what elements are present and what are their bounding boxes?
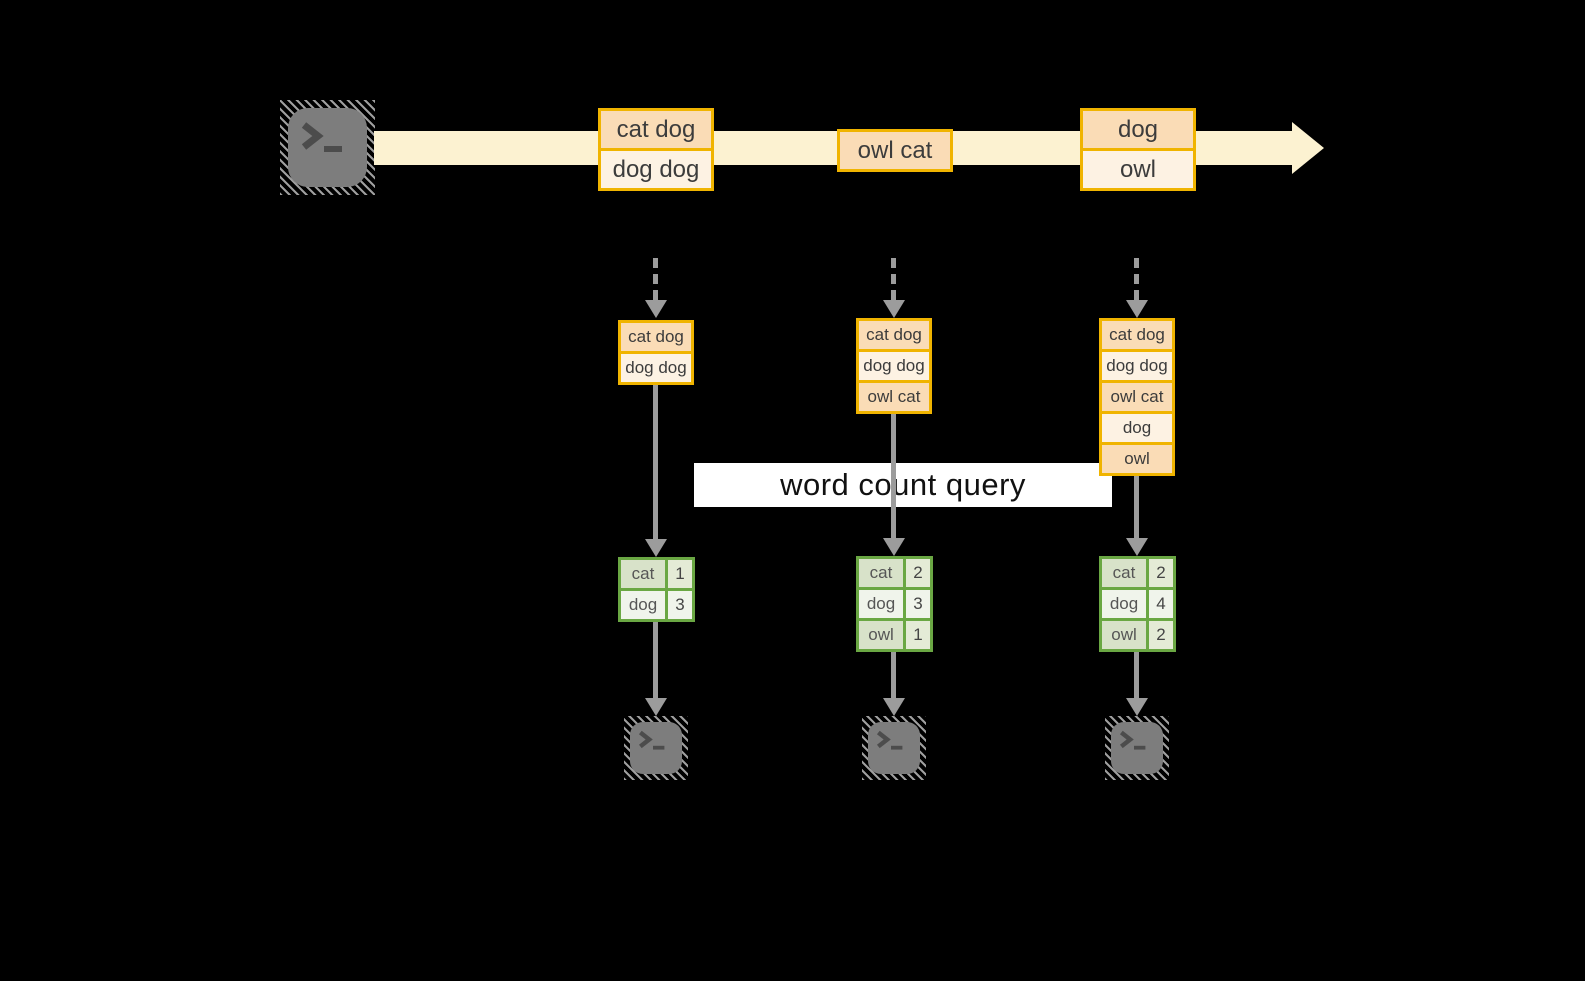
word-cell: dog: [859, 590, 903, 618]
buffer-item: dog dog: [1102, 352, 1172, 380]
count-cell: 4: [1149, 590, 1173, 618]
event-line: dog dog: [601, 151, 711, 188]
dashed-arrow-line: [891, 258, 896, 300]
word-cell: cat: [1102, 559, 1146, 587]
output-terminal-icon-2: [862, 716, 926, 780]
buffer-item: dog dog: [859, 352, 929, 380]
arrow-line: [653, 385, 658, 539]
event-line: dog: [1083, 111, 1193, 148]
arrow-line: [1134, 652, 1139, 698]
arrow-line: [1134, 476, 1139, 538]
count-cell: 3: [668, 591, 692, 619]
word-cell: dog: [1102, 590, 1146, 618]
buffer-item: cat dog: [621, 323, 691, 351]
dashed-arrow-head: [645, 300, 667, 318]
arrow-line: [891, 652, 896, 698]
output-terminal-icon-3: [1105, 716, 1169, 780]
dashed-arrow-head: [883, 300, 905, 318]
word-cell: owl: [859, 621, 903, 649]
dashed-arrow-line: [1134, 258, 1139, 300]
count-table-3: cat 2 dog 4 owl 2: [1099, 556, 1176, 652]
table-row: dog 3: [859, 590, 930, 618]
buffer-item: owl cat: [859, 383, 929, 411]
arrow-head: [1126, 538, 1148, 556]
table-row: owl 2: [1102, 621, 1173, 649]
timeline-event-2: owl cat: [837, 129, 953, 172]
arrow-head: [645, 539, 667, 557]
buffer-stack-3: cat dog dog dog owl cat dog owl: [1099, 318, 1175, 476]
count-cell: 2: [1149, 559, 1173, 587]
arrow-head: [1126, 698, 1148, 716]
dashed-arrow-line: [653, 258, 658, 300]
source-terminal-icon: [280, 100, 375, 195]
terminal-prompt-icon: [876, 730, 903, 750]
table-row: cat 1: [621, 560, 692, 588]
buffer-item: dog dog: [621, 354, 691, 382]
event-line: owl cat: [840, 132, 950, 169]
event-line: owl: [1083, 151, 1193, 188]
terminal-prompt-icon: [301, 122, 342, 152]
count-cell: 1: [906, 621, 930, 649]
word-cell: owl: [1102, 621, 1146, 649]
buffer-item: dog: [1102, 414, 1172, 442]
buffer-stack-1: cat dog dog dog: [618, 320, 694, 385]
count-cell: 3: [906, 590, 930, 618]
count-cell: 1: [668, 560, 692, 588]
arrow-head: [883, 538, 905, 556]
count-cell: 2: [906, 559, 930, 587]
dashed-arrow-head: [1126, 300, 1148, 318]
timeline-event-1: cat dog dog dog: [598, 108, 714, 191]
table-row: dog 3: [621, 591, 692, 619]
count-cell: 2: [1149, 621, 1173, 649]
count-table-2: cat 2 dog 3 owl 1: [856, 556, 933, 652]
arrow-line: [653, 622, 658, 698]
query-label: word count query: [694, 463, 1112, 507]
buffer-stack-2: cat dog dog dog owl cat: [856, 318, 932, 414]
buffer-item: cat dog: [1102, 321, 1172, 349]
buffer-item: owl cat: [1102, 383, 1172, 411]
output-terminal-icon-1: [624, 716, 688, 780]
buffer-item: owl: [1102, 445, 1172, 473]
arrow-head: [883, 698, 905, 716]
table-row: dog 4: [1102, 590, 1173, 618]
table-row: owl 1: [859, 621, 930, 649]
arrow-line: [891, 414, 896, 538]
table-row: cat 2: [1102, 559, 1173, 587]
table-row: cat 2: [859, 559, 930, 587]
terminal-prompt-icon: [638, 730, 665, 750]
terminal-prompt-icon: [1119, 730, 1146, 750]
word-cell: dog: [621, 591, 665, 619]
event-line: cat dog: [601, 111, 711, 148]
count-table-1: cat 1 dog 3: [618, 557, 695, 622]
buffer-item: cat dog: [859, 321, 929, 349]
arrow-head: [645, 698, 667, 716]
timeline-arrowhead: [1292, 122, 1324, 174]
word-cell: cat: [621, 560, 665, 588]
timeline-event-3: dog owl: [1080, 108, 1196, 191]
word-cell: cat: [859, 559, 903, 587]
